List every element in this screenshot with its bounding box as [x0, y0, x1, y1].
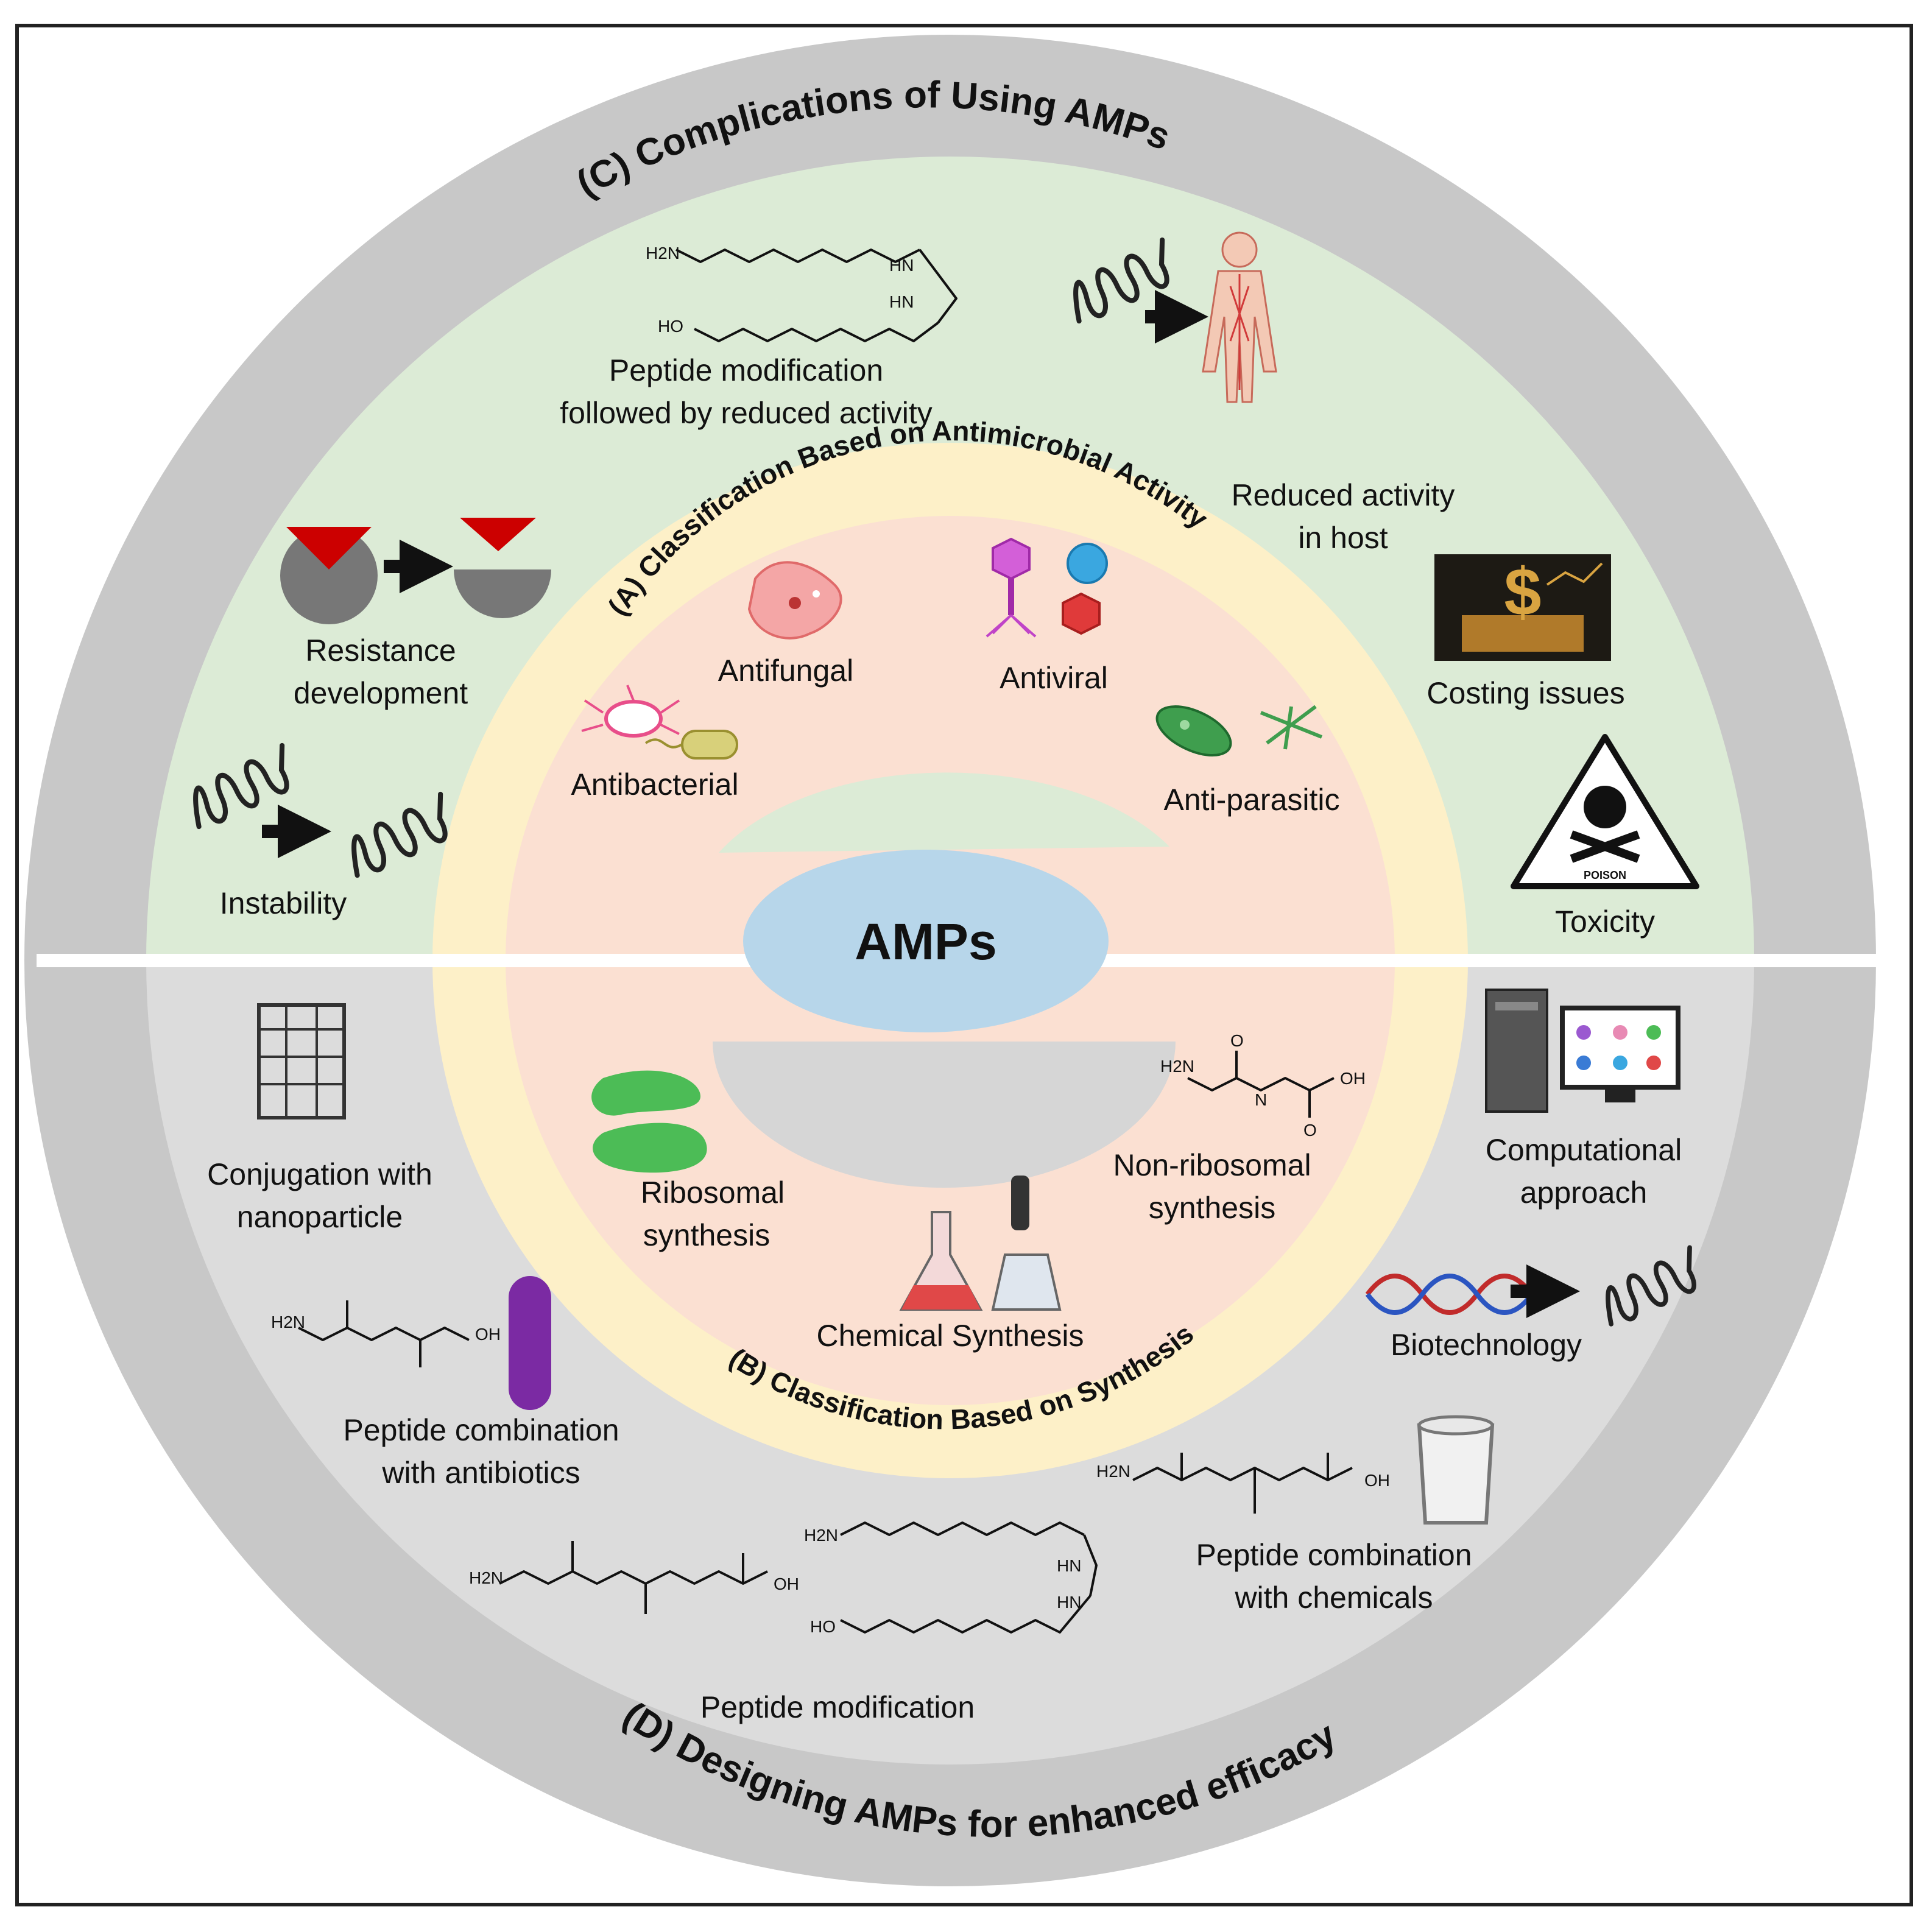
design-biotechnology: Biotechnology: [1391, 1328, 1582, 1362]
svg-text:N: N: [1255, 1090, 1267, 1109]
design-antibiotics-2: with antibiotics: [381, 1456, 580, 1490]
svg-text:HN: HN: [1057, 1593, 1081, 1612]
helix-to-human-icon: [1063, 240, 1208, 344]
peptide-antibiotic-icon: H2N OH: [271, 1276, 551, 1410]
activity-label-antifungal: Antifungal: [718, 654, 853, 688]
design-chemicals-2: with chemicals: [1234, 1581, 1433, 1615]
design-nanoparticle-2: nanoparticle: [237, 1200, 403, 1234]
antiparasitic-icon: [1155, 705, 1323, 756]
svg-text:H2N: H2N: [1096, 1462, 1130, 1481]
svg-text:H2N: H2N: [804, 1526, 838, 1545]
synthesis-label-nonribosomal-1: Non-ribosomal: [1113, 1148, 1311, 1182]
ribosome-icon: [591, 1070, 707, 1173]
design-antibiotics-1: Peptide combination: [343, 1413, 619, 1447]
nonribosomal-peptide-structure: H2N OH O N O: [1160, 1031, 1366, 1140]
resistance-icon: [280, 518, 551, 624]
complication-instability: Instability: [220, 886, 347, 920]
svg-text:HN: HN: [889, 256, 914, 275]
svg-text:O: O: [1303, 1121, 1317, 1140]
computer-icon: [1485, 989, 1680, 1113]
activity-label-antiparasitic: Anti-parasitic: [1164, 783, 1340, 817]
complication-peptide-mod-2: followed by reduced activity: [560, 396, 932, 430]
antifungal-icon: [747, 561, 842, 640]
complication-host-1: Reduced activity: [1232, 478, 1455, 512]
center-ellipse: [743, 850, 1109, 1032]
activity-label-antiviral: Antiviral: [1000, 661, 1108, 695]
svg-text:POISON: POISON: [1584, 869, 1626, 881]
complication-toxicity: Toxicity: [1555, 904, 1655, 939]
svg-text:H2N: H2N: [1160, 1057, 1194, 1076]
dna-to-helix-icon: [1365, 1247, 1707, 1328]
human-body-icon: [1202, 231, 1277, 403]
synthesis-label-ribosomal-2: synthesis: [643, 1218, 770, 1252]
complication-resistance-1: Resistance: [305, 633, 456, 668]
peptide-chemicals-icon: H2N OH: [1096, 1415, 1495, 1525]
svg-text:$: $: [1504, 555, 1541, 630]
upper-half-moon: [719, 772, 1169, 853]
svg-text:OH: OH: [1340, 1069, 1366, 1088]
flask-pipette-icon: [899, 1176, 1062, 1311]
cost-icon: $: [1434, 554, 1611, 661]
center-label: AMPs: [855, 913, 996, 970]
poison-warning-icon: POISON: [1511, 734, 1699, 889]
design-chemicals-1: Peptide combination: [1196, 1538, 1472, 1572]
complication-resistance-2: development: [294, 676, 468, 710]
synthesis-label-nonribosomal-2: synthesis: [1149, 1191, 1275, 1225]
complication-peptide-mod-1: Peptide modification: [609, 353, 883, 387]
svg-text:HO: HO: [658, 317, 683, 336]
complication-cost: Costing issues: [1426, 676, 1624, 710]
svg-text:HN: HN: [1057, 1556, 1081, 1575]
activity-label-antibacterial: Antibacterial: [571, 767, 738, 802]
synthesis-label-ribosomal-1: Ribosomal: [641, 1176, 785, 1210]
svg-text:H2N: H2N: [271, 1313, 305, 1331]
svg-text:O: O: [1230, 1031, 1244, 1050]
svg-text:OH: OH: [1364, 1471, 1390, 1490]
design-computational-1: Computational: [1486, 1133, 1682, 1167]
instability-icon: [183, 746, 459, 879]
peptide-modification-structures: H2N OH H2N HN HN HO: [469, 1521, 1098, 1636]
svg-text:H2N: H2N: [646, 244, 680, 263]
antibacterial-icon: [581, 685, 738, 760]
design-nanoparticle-1: Conjugation with: [207, 1157, 432, 1191]
design-computational-2: approach: [1520, 1176, 1648, 1210]
svg-text:OH: OH: [475, 1325, 501, 1344]
svg-text:HO: HO: [810, 1617, 836, 1636]
nanotube-icon: [257, 1003, 346, 1119]
svg-text:OH: OH: [774, 1574, 799, 1593]
peptide-structure-complication: H2N HN HN HO: [646, 244, 957, 342]
design-peptide-modification: Peptide modification: [700, 1690, 975, 1724]
lower-half-moon: [713, 1042, 1176, 1188]
svg-text:H2N: H2N: [469, 1568, 503, 1587]
synthesis-label-chemical: Chemical Synthesis: [816, 1319, 1084, 1353]
complication-host-2: in host: [1298, 521, 1388, 555]
antiviral-icon: [986, 537, 1108, 638]
svg-text:HN: HN: [889, 292, 914, 311]
